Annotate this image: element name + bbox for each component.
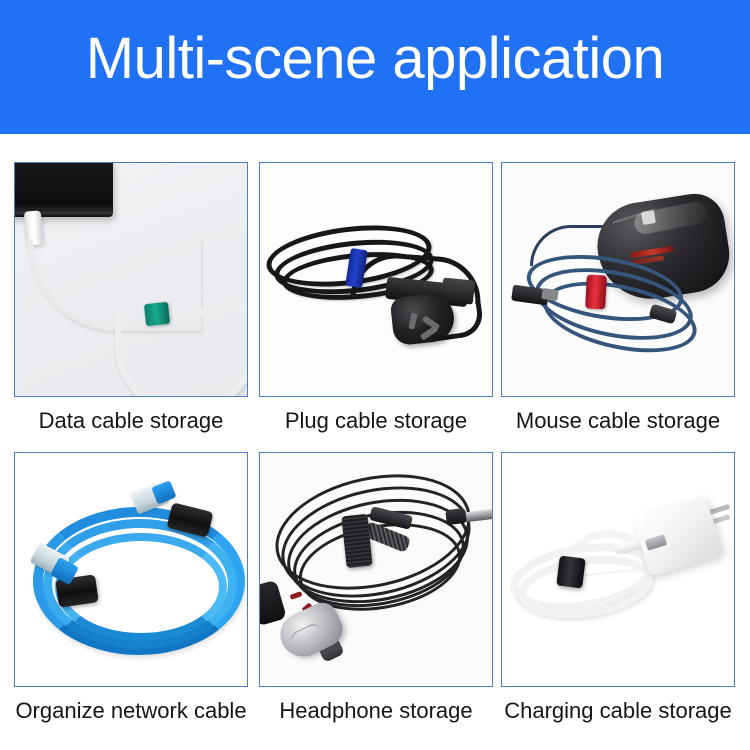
photo-frame-data-cable[interactable] xyxy=(14,162,248,397)
photo-plug-cable-storage xyxy=(260,163,492,396)
header-banner: Multi-scene application xyxy=(0,0,750,134)
cell-caption-charging-cable-storage: Charging cable storage xyxy=(504,698,732,723)
cell-caption-mouse-cable-storage: Mouse cable storage xyxy=(515,408,721,433)
cell-caption-plug-cable-storage: Plug cable storage xyxy=(284,408,468,433)
ethernet-coil-2 xyxy=(43,519,237,649)
grid-row-1: Data cable storage xyxy=(0,162,750,448)
cable-tie-green-icon xyxy=(143,301,171,327)
audio-jack-base xyxy=(445,507,467,526)
cable-tie-black-icon xyxy=(341,513,373,569)
photo-frame-mouse-cable[interactable] xyxy=(501,162,735,397)
grid-row-2: Organize network cable xyxy=(0,452,750,738)
cell-caption-data-cable-storage: Data cable storage xyxy=(38,408,224,433)
grid-cell-plug-cable-storage[interactable]: Plug cable storage xyxy=(259,162,493,433)
photo-frame-network-cable[interactable] xyxy=(14,452,248,687)
earbud-marker-red-1 xyxy=(289,591,303,600)
cable-loop xyxy=(115,313,247,396)
cable-tie-black-icon xyxy=(556,555,586,589)
scene-grid: Data cable storage xyxy=(0,134,750,750)
photo-frame-plug-cable[interactable] xyxy=(259,162,493,397)
page-title: Multi-scene application xyxy=(85,26,665,91)
grid-cell-charging-cable-storage[interactable]: Charging cable storage xyxy=(501,452,735,723)
photo-mouse-cable-storage xyxy=(502,163,734,396)
photo-data-cable-storage xyxy=(15,163,247,396)
tablet-device-icon xyxy=(15,163,113,217)
photo-frame-charging-cable[interactable] xyxy=(501,452,735,687)
grid-cell-network-cable-storage[interactable]: Organize network cable xyxy=(14,452,248,723)
grid-cell-headphone-storage[interactable]: Headphone storage xyxy=(259,452,493,723)
cell-caption-headphone-storage: Headphone storage xyxy=(279,698,473,723)
usb-plug-metal xyxy=(541,287,559,302)
photo-network-cable-storage xyxy=(15,453,247,686)
photo-headphone-storage xyxy=(260,453,492,686)
earbud-left-icon xyxy=(260,579,287,627)
power-adapter-icon xyxy=(632,495,724,577)
cell-caption-network-cable-storage: Organize network cable xyxy=(15,698,247,723)
grid-cell-data-cable-storage[interactable]: Data cable storage xyxy=(14,162,248,433)
cable-tie-red-icon xyxy=(585,274,607,310)
photo-charging-cable-storage xyxy=(502,453,734,686)
grid-cell-mouse-cable-storage[interactable]: Mouse cable storage xyxy=(501,162,735,433)
photo-frame-headphone[interactable] xyxy=(259,452,493,687)
mouse-logo-badge xyxy=(641,210,656,225)
